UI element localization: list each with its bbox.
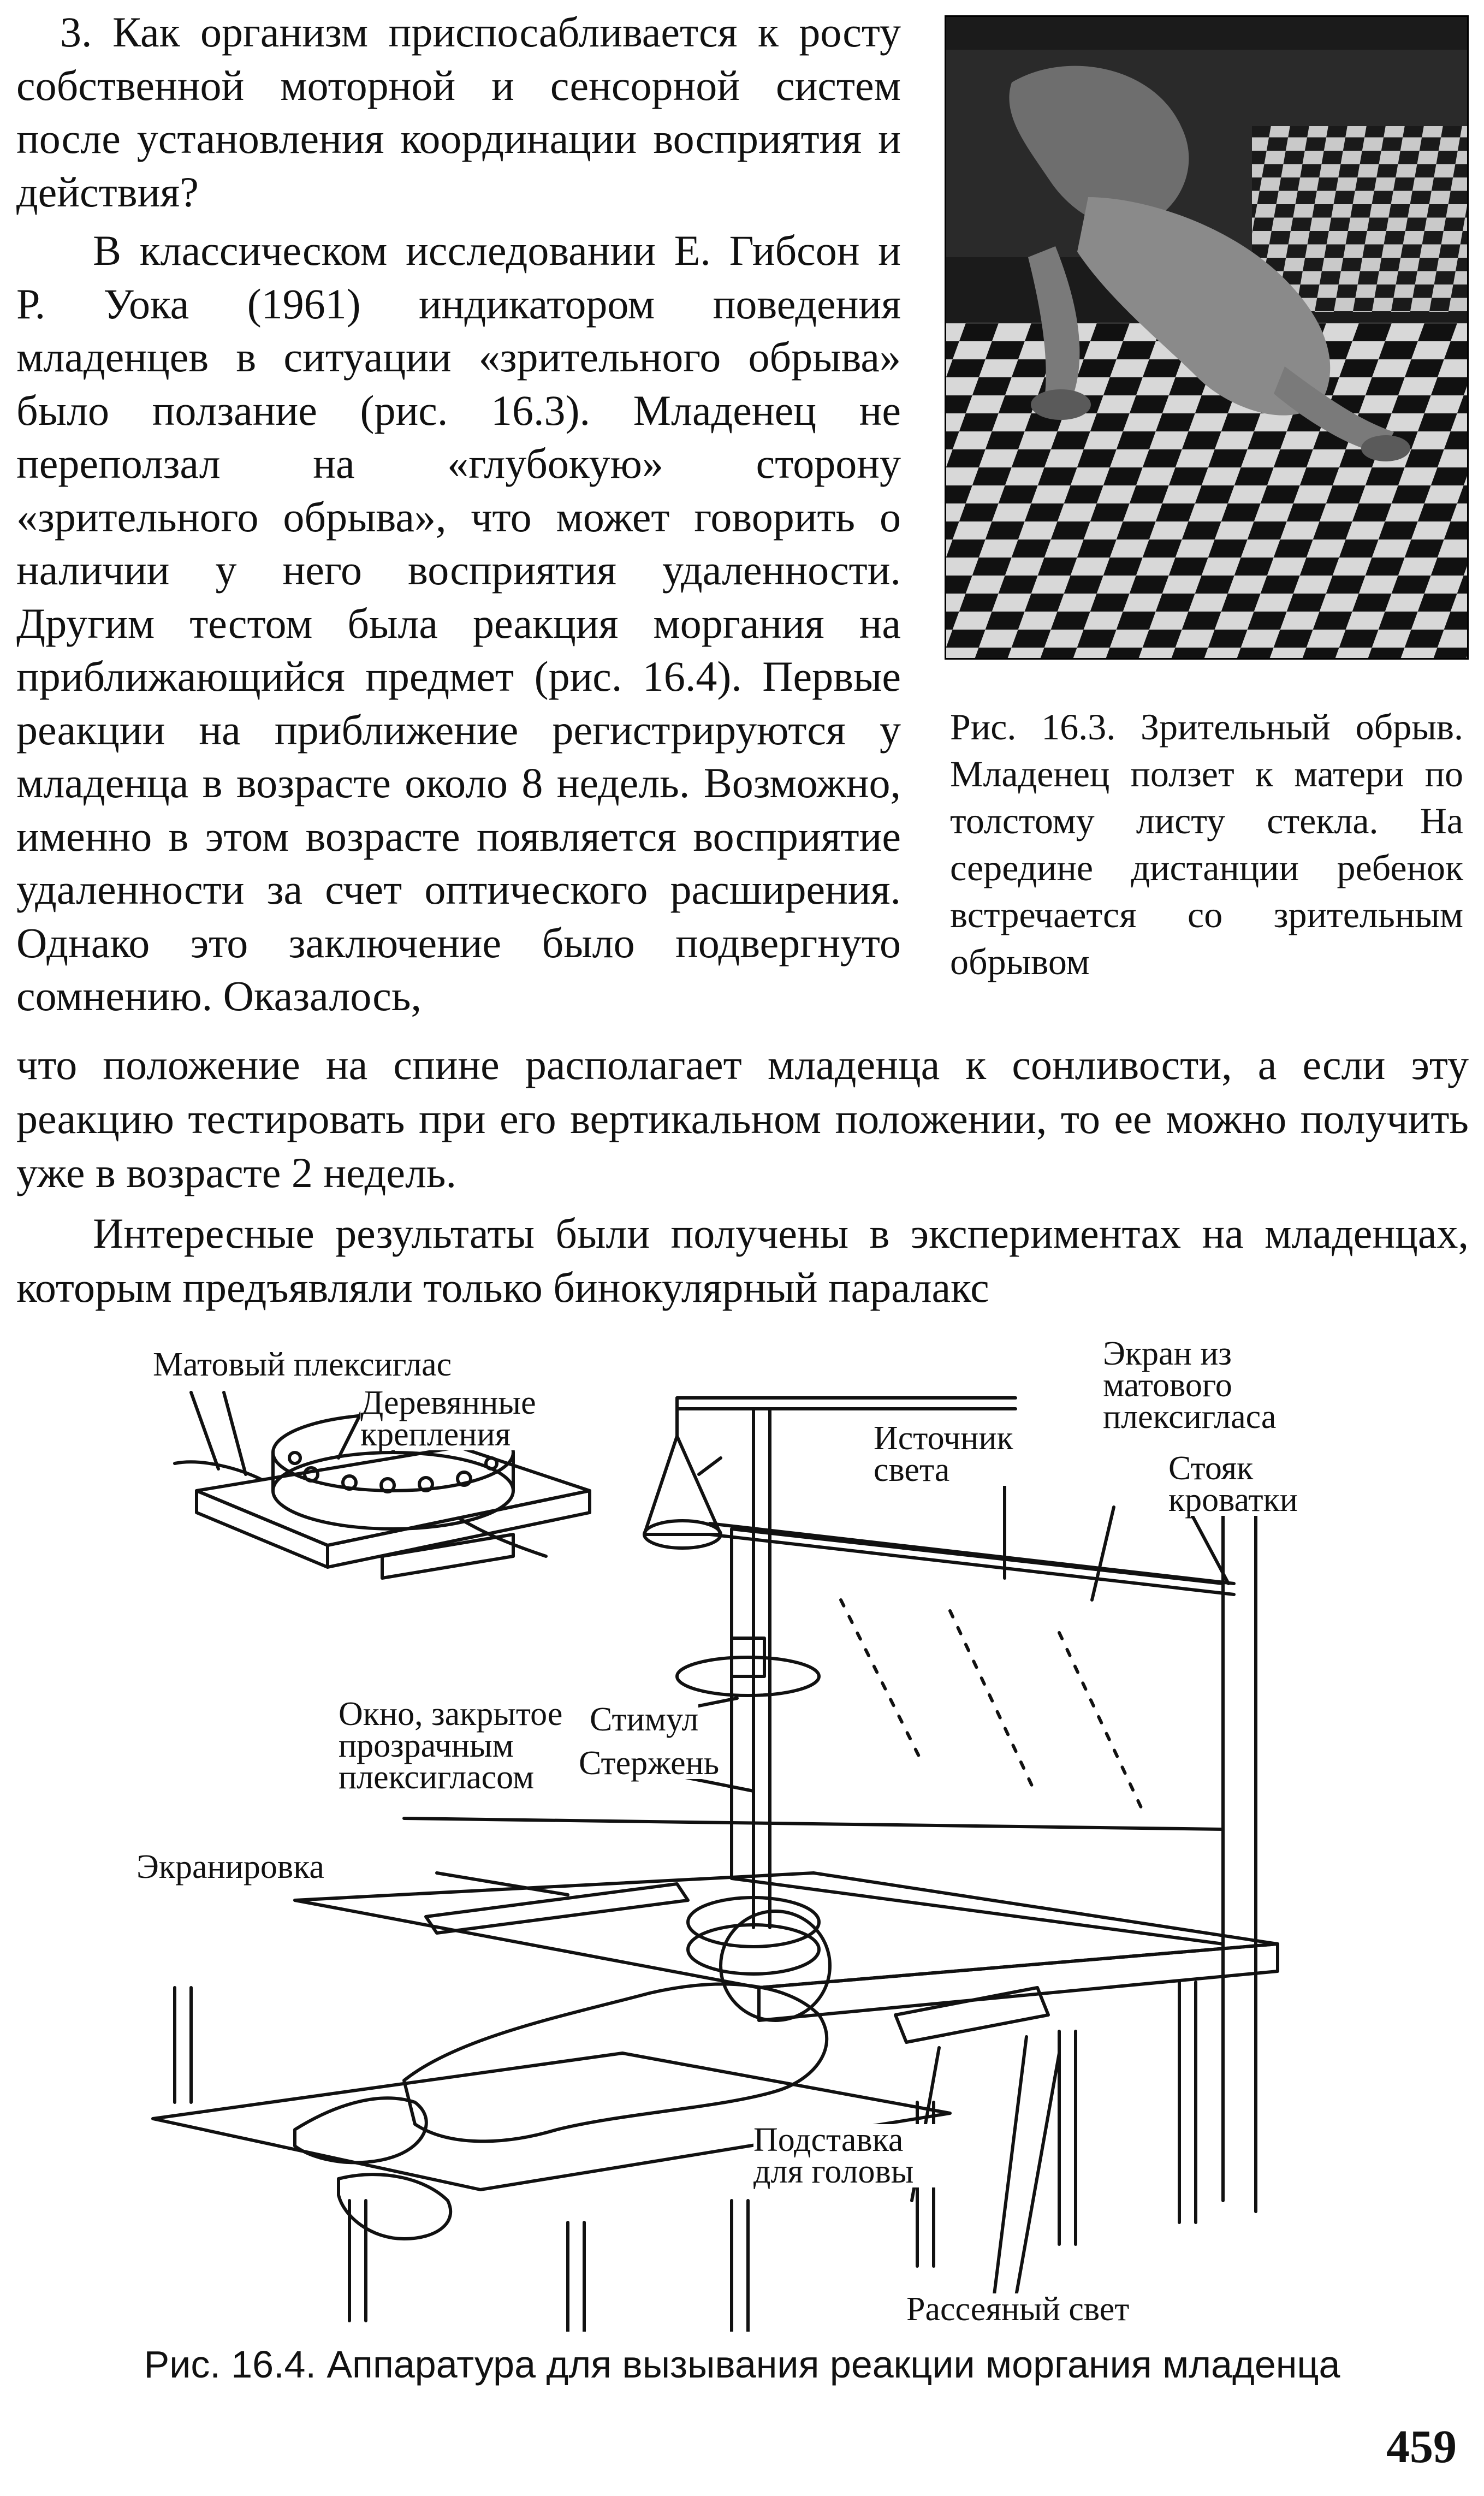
figure-16-4-caption: Рис. 16.4. Аппаратура для вызывания реак… xyxy=(144,2343,1340,2386)
label-stimulus: Стимул xyxy=(590,1701,699,1738)
question-paragraph: 3. Как организм приспосабливается к рост… xyxy=(16,8,901,216)
figure-16-4: Матовый плексиглас Деревянные крепления … xyxy=(131,1327,1387,2333)
label-shielding: Экранировка xyxy=(136,1848,324,1886)
figure-16-3: Рис. 16.3. Зрительный обрыв. Младенец по… xyxy=(945,15,1469,985)
next-paragraph: Интересные результаты были получены в эк… xyxy=(16,1210,1469,1311)
label-rod: Стержень xyxy=(579,1745,720,1782)
label-head-support: Подставка для головы xyxy=(753,2123,961,2189)
label-matte-plexiglass: Матовый плексиглас xyxy=(153,1346,452,1383)
page-number: 459 xyxy=(1386,2420,1457,2473)
figure-16-3-caption: Рис. 16.3. Зрительный обрыв. Младенец по… xyxy=(950,706,1463,982)
continuation-paragraph: что положение на спине располагает младе… xyxy=(16,1041,1469,1196)
label-crib-post: Стояк кроватки xyxy=(1168,1451,1332,1517)
visual-cliff-photo xyxy=(945,15,1469,660)
label-light-source: Источник света xyxy=(874,1421,1059,1487)
label-window: Окно, закрытое прозрачным плексигласом xyxy=(339,1697,622,1794)
left-text-column: 3. Как организм приспосабливается к рост… xyxy=(16,5,901,1023)
label-screen: Экран из матового плексигласа xyxy=(1103,1337,1332,1434)
full-width-text: что положение на спине располагает младе… xyxy=(16,1037,1469,1314)
label-diffuse-light: Рассеяный свет xyxy=(906,2291,1130,2328)
body-paragraph: В классическом исследовании Е. Гибсон и … xyxy=(16,227,901,1019)
label-wooden-mounts: Деревянные крепления xyxy=(360,1386,590,1451)
